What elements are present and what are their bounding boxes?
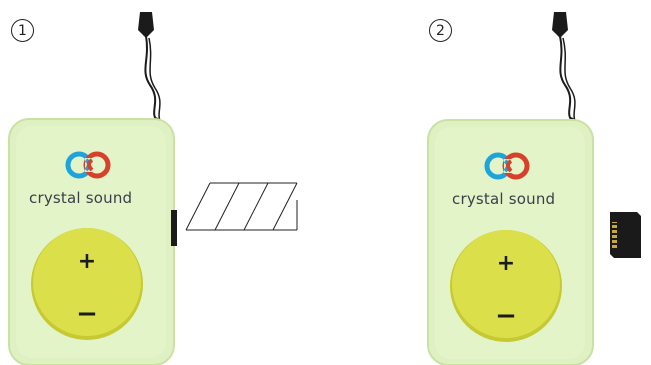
volume-plus-label: +	[78, 249, 96, 274]
step-number-badge: 1	[11, 19, 34, 42]
lanyard-cord	[138, 12, 170, 133]
side-slot	[171, 210, 177, 246]
brand-label: crystal sound	[29, 189, 132, 207]
step-number-badge: 2	[429, 19, 452, 42]
volume-minus-label: −	[76, 299, 98, 329]
microsd-card-icon	[610, 212, 641, 258]
brand-label: crystal sound	[452, 190, 555, 208]
step-panel-1: + − 1 crystal sound	[0, 0, 325, 365]
device-illustration-2: + −	[325, 0, 651, 365]
volume-minus-label: −	[495, 301, 517, 331]
card-slot-outline-icon	[186, 183, 297, 230]
step-panel-2: + − 2 crystal sound	[325, 0, 651, 365]
volume-plus-label: +	[497, 251, 515, 276]
lanyard-cord	[552, 12, 587, 133]
device-illustration-1: + −	[0, 0, 325, 365]
